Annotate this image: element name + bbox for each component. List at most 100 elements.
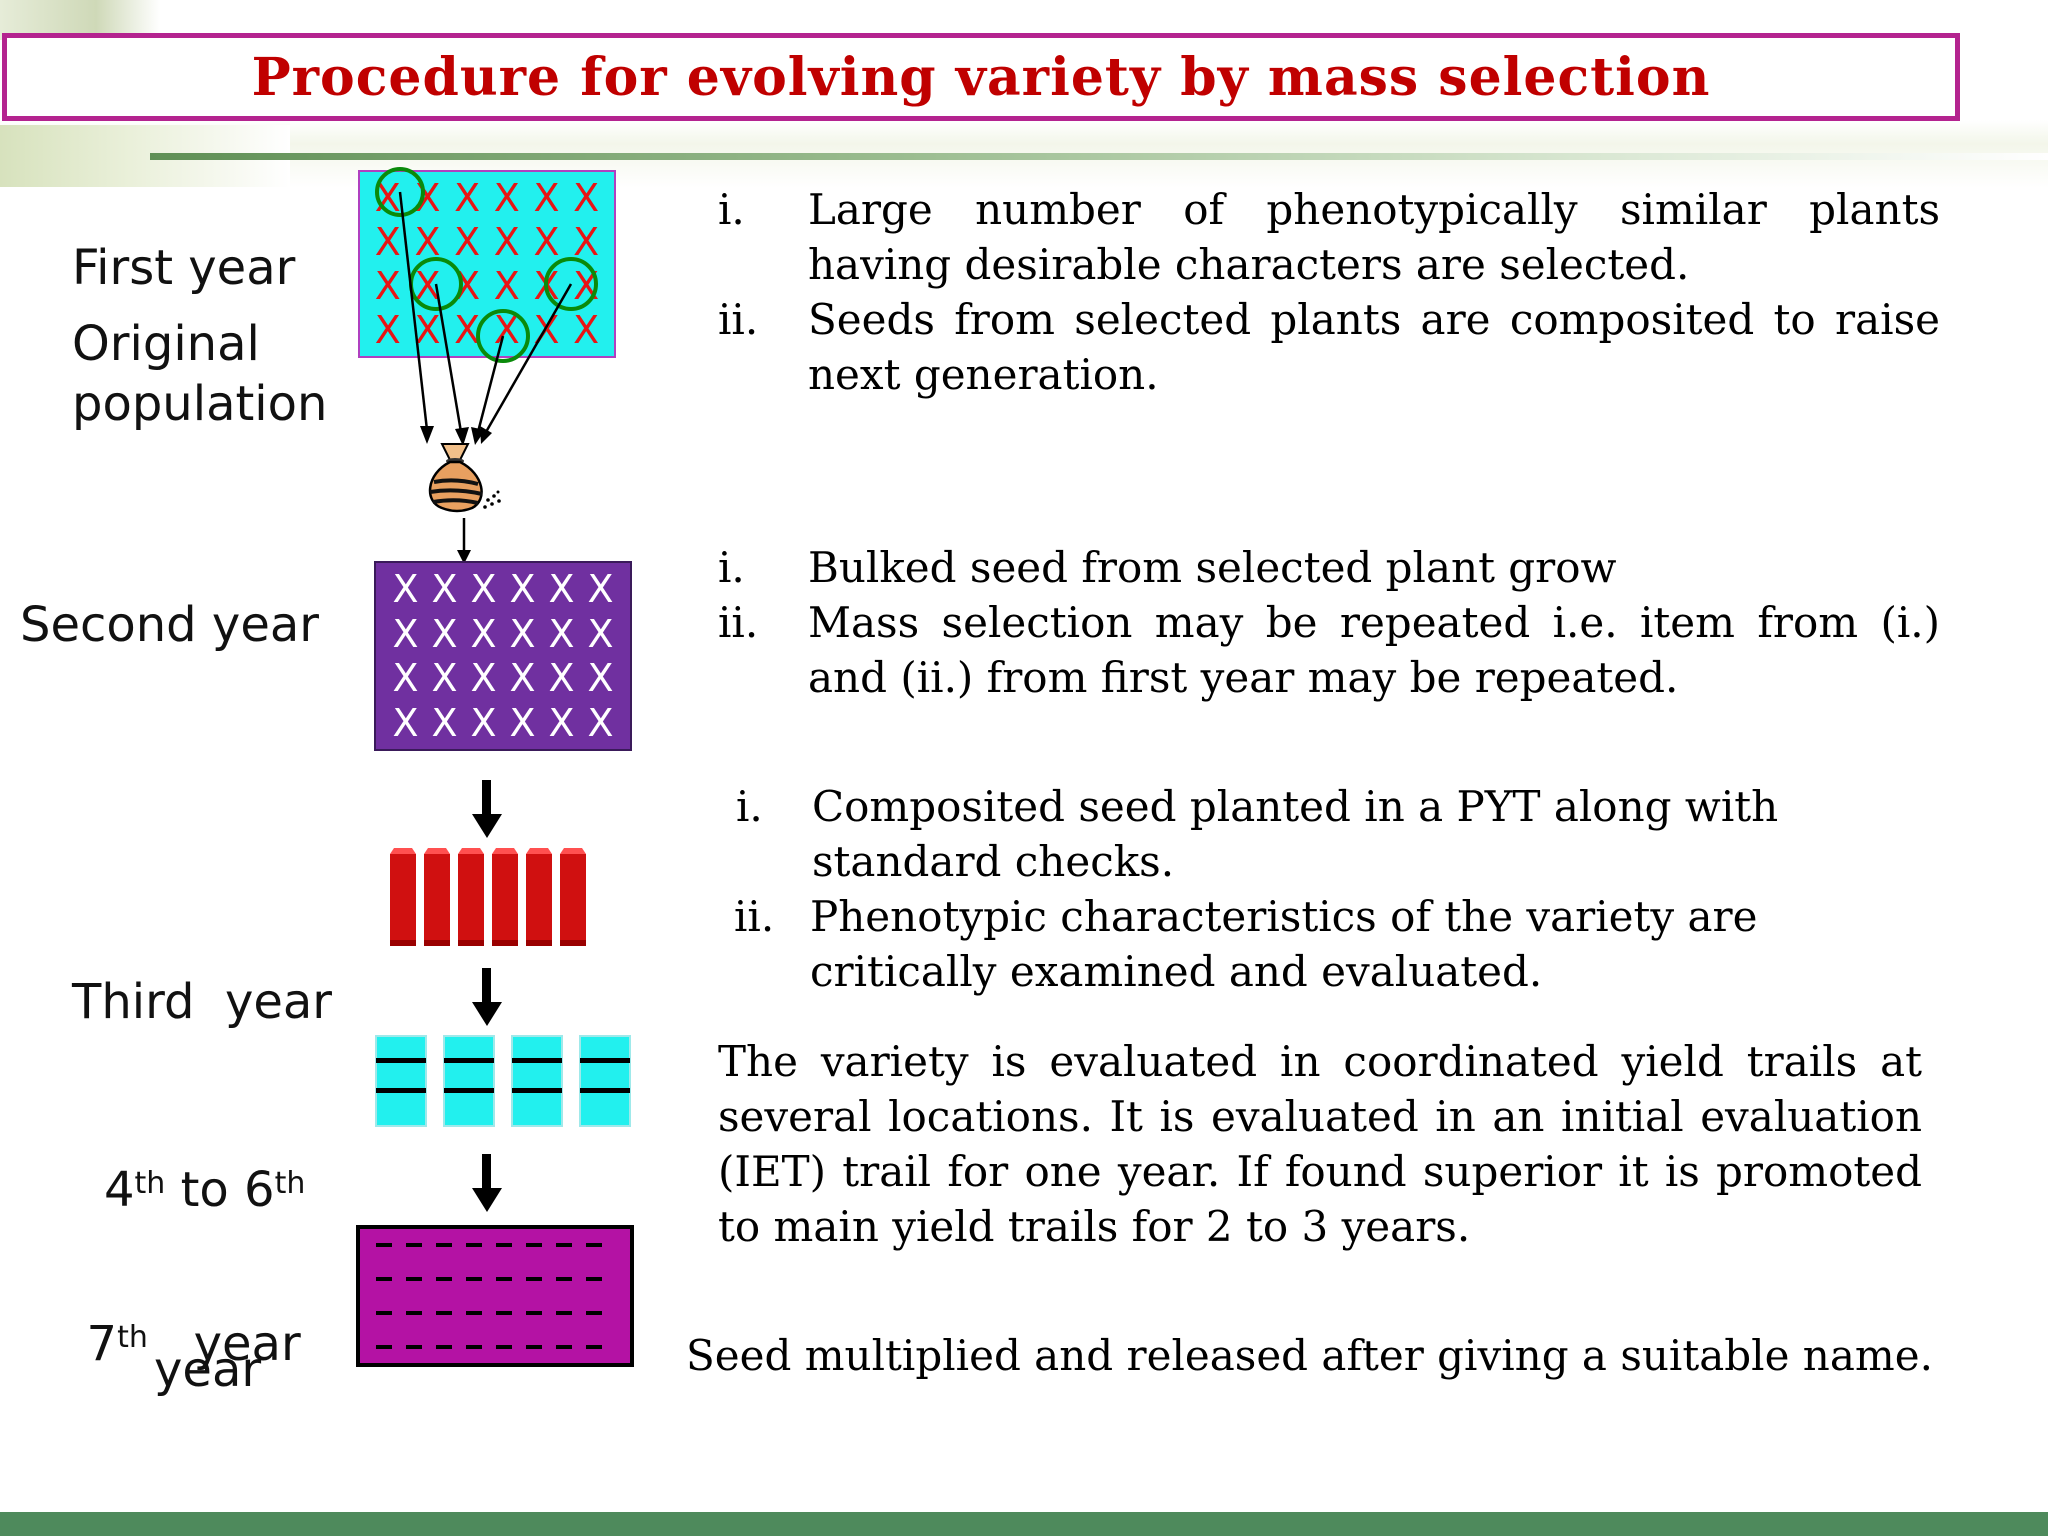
plot-row-top [390,848,416,854]
label-superscript: th [117,1320,148,1355]
list-number: ii. [718,598,759,647]
arrow-down-icon [472,780,502,838]
plant-mark: X [374,308,401,352]
seed-bag-icon [428,443,501,513]
seed-row-dash [526,1345,542,1349]
stage-label-seventh-year: 7th year [56,1254,301,1374]
plant-mark: X [587,611,614,656]
plant-mark: X [470,656,497,701]
plant-mark: X [573,176,600,220]
plant-mark: X [454,176,481,220]
label-superscript: th [274,1166,306,1201]
seed-row-dash [496,1243,512,1247]
arrow-to-second-year [457,518,471,564]
plant-mark: X [533,308,560,352]
plant-mark: X [509,611,536,656]
list-number: i. [718,543,745,592]
seed-row-dash [406,1243,422,1247]
arrow-line [476,335,505,433]
plot-row-top [560,848,586,854]
title-box: Procedure for evolving variety by mass s… [2,33,1960,121]
seed-row-dash [526,1311,542,1315]
plot-row-top [458,848,484,854]
plant-mark: X [548,611,575,656]
trial-plot [579,1035,631,1127]
list-text: Composited seed planted in a PYT along w… [812,782,1779,886]
seed-row-dash [406,1311,422,1315]
plant-mark: X [431,567,458,612]
seed-row-dash [586,1243,602,1247]
seed-row-dash [496,1311,512,1315]
seed-row-dash [586,1345,602,1349]
seed-row-dash [526,1277,542,1281]
plant-mark: X [548,700,575,745]
stage-label-line: Second year [20,597,319,653]
stage-label-first-year: First year Original population [72,238,327,434]
seed-row-dash [466,1277,482,1281]
plant-mark: X [470,567,497,612]
seed-row-dash [556,1345,572,1349]
plot-divider [376,1058,426,1063]
plant-mark: X [548,567,575,612]
trial-plot [375,1035,427,1127]
stage-label-second-year: Second year [20,595,319,655]
seed-row-dash [586,1277,602,1281]
seed-row-dash [496,1277,512,1281]
first-year-description: i. Large number of phenotypically simila… [718,182,1940,402]
label-part: year [154,1342,262,1398]
third-year-rows [390,848,586,946]
seventh-year-multiplication-field [356,1225,634,1367]
stage-label-line: Original [72,316,260,372]
plot-row-top [492,848,518,854]
label-part: to 6 [165,1162,275,1218]
plant-mark: X [374,220,401,264]
list-number: i. [718,185,745,234]
stage-label-line: Third year [72,974,333,1030]
plant-mark: X [493,264,520,308]
plot-row-top [526,848,552,854]
plant-mark: X [587,567,614,612]
plot-row [458,854,484,942]
seed-row-dash [556,1277,572,1281]
plot-row [424,854,450,942]
selection-circle [375,167,425,217]
plot-row-shadow [560,940,586,946]
arrow-line [434,283,463,433]
plant-mark: X [573,308,600,352]
list-text: Mass selection may be repeated i.e. item… [808,598,1940,702]
seed-row-dash [376,1311,392,1315]
plant-mark: X [414,308,441,352]
list-number: i. [736,782,763,831]
list-text: Large number of phenotypically similar p… [808,185,1940,289]
plot-row-shadow [492,940,518,946]
plot-divider [444,1058,494,1063]
plot-divider [444,1088,494,1093]
plant-mark: X [431,656,458,701]
plot-divider [580,1058,630,1063]
seed-row-dash [436,1277,452,1281]
page-title: Procedure for evolving variety by mass s… [251,46,1711,108]
arrow-head [480,426,492,444]
label-part: 7 [86,1316,118,1372]
fourth-to-sixth-year-description: The variety is evaluated in coordinated … [718,1037,1922,1251]
seed-row-dash [376,1243,392,1247]
plant-mark: X [374,264,401,308]
plot-row [526,854,552,942]
plot-row-shadow [526,940,552,946]
plant-mark: X [533,176,560,220]
selection-circle [544,257,598,311]
plant-mark: X [454,220,481,264]
plot-row-top [424,848,450,854]
trial-plot [511,1035,563,1127]
plot-row-shadow [458,940,484,946]
plant-mark: X [509,700,536,745]
plant-mark: X [414,176,441,220]
stage-label-line: First year [72,240,296,296]
seed-row-dash [526,1243,542,1247]
selection-circle [476,309,530,363]
seventh-year-description: Seed multiplied and released after givin… [686,1331,1933,1380]
selection-arrows [375,167,598,446]
trial-plots [375,1035,631,1127]
seed-row-dash [466,1243,482,1247]
